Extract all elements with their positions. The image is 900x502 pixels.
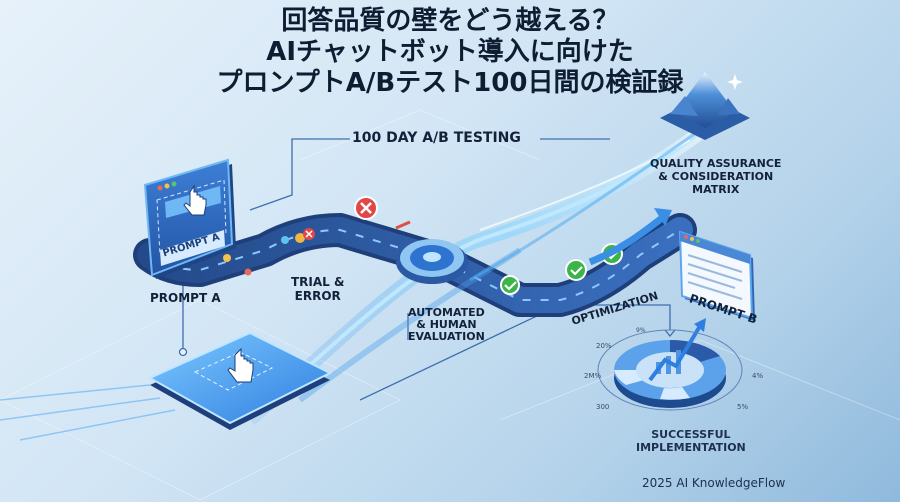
connector-lines: [178, 138, 676, 401]
tick-left-bottom: 300: [596, 403, 610, 411]
mountain-icon: [660, 72, 750, 140]
energy-beam: [245, 119, 715, 426]
check-icon: [565, 259, 587, 281]
tick-top: 9%: [636, 327, 646, 334]
quality-matrix-label: QUALITY ASSURANCE & CONSIDERATION MATRIX: [650, 157, 782, 196]
warning-marker: [395, 220, 411, 230]
page-title: 回答品質の壁をどう越える？ AIチャットボット導入に向けた プロンプトA/Bテス…: [0, 6, 900, 99]
prompt-b-window: [678, 230, 755, 321]
tick-right-bottom: 5%: [737, 403, 749, 411]
footer-credit: 2025 AI KnowledgeFlow: [642, 476, 786, 490]
prompt-a-card: [143, 158, 236, 279]
prompt-a-label: PROMPT A: [150, 291, 221, 305]
title-line-2: AIチャットボット導入に向けた: [266, 37, 634, 67]
click-chip: [0, 331, 333, 441]
trial-error-label: TRIAL & ERROR: [291, 275, 345, 303]
tick-left-mid: 2M%: [584, 372, 602, 380]
error-icon-small: [303, 228, 315, 240]
check-icon: [500, 275, 520, 295]
pointer-hand-icon: [227, 347, 254, 383]
success-label: SUCCESSFUL IMPLEMENTATION: [636, 428, 746, 454]
pointer-hand-icon: [183, 184, 207, 216]
evaluation-hub: [396, 239, 468, 284]
testing-label: 100 DAY A/B TESTING: [352, 130, 521, 146]
results-donut-chart: [597, 318, 743, 411]
sparkle-icon: [727, 74, 743, 90]
title-line-1: 回答品質の壁をどう越える？: [281, 6, 619, 36]
title-line-3: プロンプトA/Bテスト100日間の検証録: [216, 68, 684, 98]
error-icon: [354, 196, 378, 220]
tick-left-top: 20%: [596, 342, 612, 350]
tick-right-mid: 4%: [752, 372, 764, 380]
rising-arrow-icon: [588, 208, 672, 266]
evaluation-label: AUTOMATED & HUMAN EVALUATION: [408, 306, 485, 343]
